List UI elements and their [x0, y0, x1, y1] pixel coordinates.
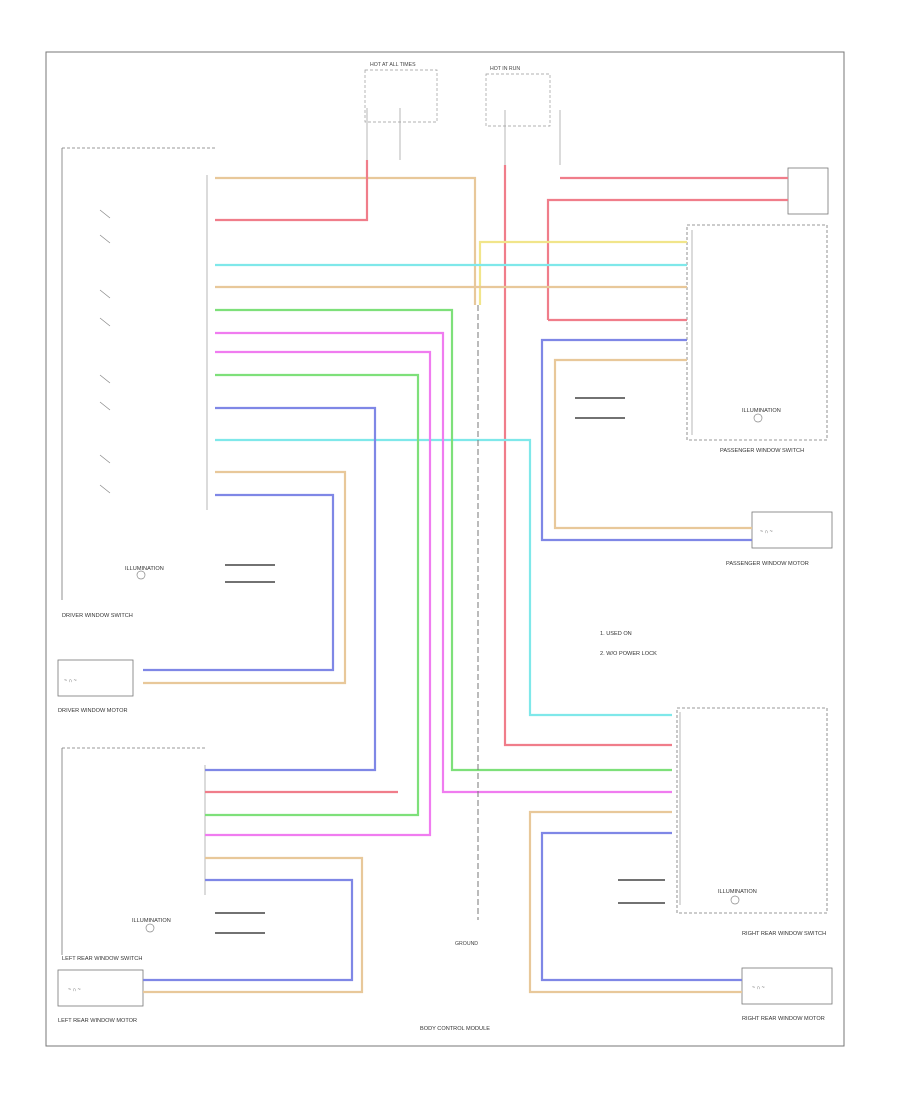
- illumination-lamp-icon: [136, 570, 146, 580]
- right-rear-window-motor-label: RIGHT REAR WINDOW MOTOR: [742, 1016, 825, 1022]
- legend-item-1: 1. USED ON: [600, 631, 632, 637]
- diagram-frame: [45, 51, 845, 1047]
- wire-blue-drv: [143, 493, 335, 672]
- wire-green-2: [205, 373, 420, 817]
- rr-illumination-label: ILLUMINATION: [718, 889, 757, 895]
- wire-blue-lr: [143, 878, 354, 982]
- wire-tan-drv: [143, 470, 347, 685]
- passenger-window-switch-label: PASSENGER WINDOW SWITCH: [720, 448, 804, 454]
- svg-text:~ ∩ ~: ~ ∩ ~: [752, 985, 765, 991]
- wire-tan-top: [215, 176, 477, 305]
- rr-illumination-lamp-icon: [730, 895, 740, 905]
- left-rear-window-switch-label: LEFT REAR WINDOW SWITCH: [62, 956, 142, 962]
- left-rear-window-motor: ~ ∩ ~ LEFT REAR WINDOW MOTOR: [57, 969, 144, 1024]
- passenger-illumination-label: ILLUMINATION: [742, 408, 781, 414]
- wire-blue-pass: [540, 338, 752, 542]
- wire-red-hot-2: [546, 198, 788, 320]
- body-control-module-label: BODY CONTROL MODULE: [420, 1026, 490, 1032]
- wire-yellow: [478, 240, 687, 305]
- passenger-illumination-lamp-icon: [753, 413, 763, 423]
- hot-connector-right: [787, 167, 829, 215]
- passenger-window-switch: ILLUMINATION PASSENGER WINDOW SWITCH: [686, 224, 828, 454]
- driver-window-motor: ~ ∩ ~ DRIVER WINDOW MOTOR: [57, 659, 134, 714]
- passenger-window-motor-label: PASSENGER WINDOW MOTOR: [726, 561, 809, 567]
- wire-pink-top: [215, 160, 369, 222]
- passenger-window-motor: ~ ∩ ~ PASSENGER WINDOW MOTOR: [726, 511, 833, 567]
- lr-illumination-label: ILLUMINATION: [132, 918, 171, 924]
- right-rear-window-switch-label: RIGHT REAR WINDOW SWITCH: [742, 931, 826, 937]
- fuse-box-hot-in-run: HOT IN RUN: [485, 66, 561, 165]
- wire-group: [143, 160, 788, 994]
- wire-magenta-1: [215, 331, 672, 794]
- driver-window-switch: ILLUMINATION DRIVER WINDOW SWITCH: [61, 147, 215, 619]
- driver-illumination-label: ILLUMINATION: [125, 566, 164, 572]
- right-rear-window-motor: ~ ∩ ~ RIGHT REAR WINDOW MOTOR: [741, 967, 833, 1022]
- right-rear-window-switch: ILLUMINATION RIGHT REAR WINDOW SWITCH: [676, 707, 828, 937]
- hot-in-run-label: HOT IN RUN: [490, 66, 520, 72]
- wire-tan-passm: [553, 358, 752, 530]
- svg-text:~ ∩ ~: ~ ∩ ~: [68, 987, 81, 993]
- wire-tan-lr: [143, 856, 364, 994]
- left-rear-window-switch: ILLUMINATION LEFT REAR WINDOW SWITCH: [61, 747, 206, 962]
- wire-cyan-2: [215, 438, 672, 717]
- left-rear-window-motor-label: LEFT REAR WINDOW MOTOR: [58, 1018, 137, 1024]
- wire-tan-rr: [528, 810, 742, 994]
- hot-at-all-times-label: HOT AT ALL TIMES: [370, 62, 416, 68]
- aux-connectors: [215, 397, 665, 934]
- driver-window-motor-label: DRIVER WINDOW MOTOR: [58, 708, 128, 714]
- wire-green-1: [215, 308, 672, 772]
- ground-label: GROUND: [455, 941, 478, 947]
- wire-blue-1: [205, 406, 377, 772]
- fuse-box-hot-at-all-times: HOT AT ALL TIMES: [364, 62, 438, 160]
- svg-text:~ ∩ ~: ~ ∩ ~: [760, 529, 773, 535]
- wire-red-main: [503, 165, 672, 747]
- legend-item-2: 2. W/O POWER LOCK: [600, 651, 657, 657]
- wire-blue-rr: [540, 831, 742, 982]
- driver-switch-contacts: [99, 209, 111, 494]
- svg-text:~ ∩ ~: ~ ∩ ~: [64, 678, 77, 684]
- driver-window-switch-label: DRIVER WINDOW SWITCH: [62, 613, 133, 619]
- lr-illumination-lamp-icon: [145, 923, 155, 933]
- wire-magenta-2: [205, 350, 432, 837]
